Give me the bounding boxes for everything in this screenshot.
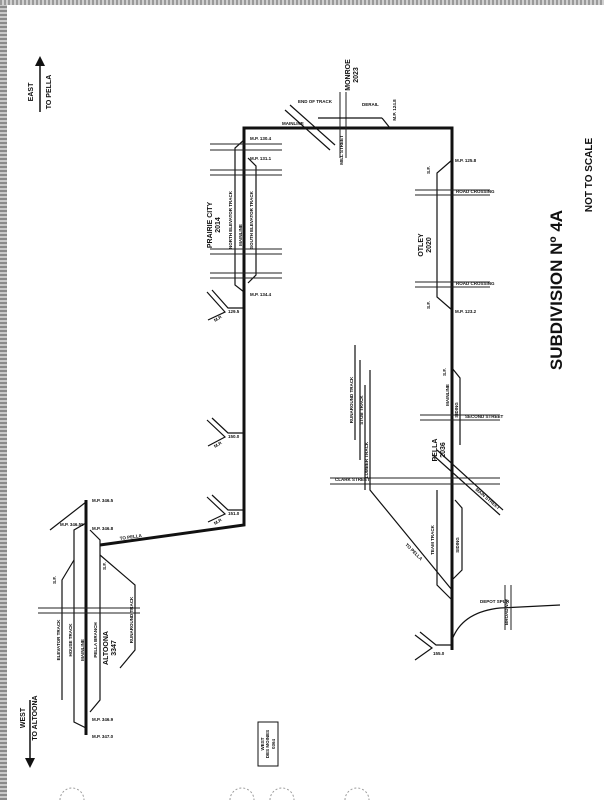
station-otley-code: 2020 bbox=[426, 237, 433, 253]
lumber-track-label: LUMBER TRACK bbox=[364, 441, 369, 478]
mainline-label: MAINLINE bbox=[80, 639, 85, 661]
station-otley-name: OTLEY bbox=[418, 233, 425, 257]
west-des-moines-box bbox=[257, 721, 279, 767]
svg-text:M.P.: M.P. bbox=[213, 517, 223, 526]
elevator-track-label: ELEVATOR TRACK bbox=[56, 619, 61, 661]
runaround-track-label: RUNAROUND TRACK bbox=[349, 376, 354, 423]
depot-spur-label: DEPOT SPUR bbox=[480, 599, 510, 604]
svg-text:M.P.: M.P. bbox=[213, 314, 223, 323]
mp-346-55-label: M.P. 346.55 bbox=[60, 522, 84, 527]
svg-text:129.5: 129.5 bbox=[228, 309, 240, 314]
station-monroe-name: MONROE bbox=[345, 59, 352, 91]
house-track-label: HOUSE TRACK bbox=[68, 623, 73, 657]
scan-edge bbox=[0, 0, 7, 800]
mp-346-5-label: M.P. 346.5 bbox=[92, 498, 114, 503]
east-to-label: TO PELLA bbox=[46, 75, 53, 109]
mainline-label: MAINLINE bbox=[282, 121, 304, 126]
mp-131-1-label: M.P. 131.1 bbox=[250, 156, 272, 161]
punch-holes bbox=[59, 787, 370, 800]
milepost-marker-150-0: 150.0 M.P. bbox=[206, 417, 244, 449]
station-pella-code: 2036 bbox=[440, 442, 447, 458]
wdm-line1: WEST bbox=[260, 737, 265, 750]
scale-note: NOT TO SCALE bbox=[584, 138, 595, 213]
svg-text:150.0: 150.0 bbox=[228, 434, 240, 439]
mp-124-8-label: M.P. 124.8 bbox=[392, 99, 397, 121]
mp-123-2-label: M.P. 123.2 bbox=[455, 309, 477, 314]
mainline-track bbox=[84, 126, 454, 735]
clark-street-label: CLARK STREET bbox=[335, 477, 370, 482]
spring-frog-label: S.F. bbox=[426, 301, 431, 309]
station-altoona-name: ALTOONA bbox=[103, 631, 110, 665]
mainline-label: MAINLINE bbox=[238, 224, 243, 246]
mp-125-8-label: M.P. 125.8 bbox=[455, 158, 477, 163]
mill-street-label: MILL STREET bbox=[339, 135, 344, 165]
east-arrow-icon bbox=[35, 56, 45, 112]
milepost-marker-155-0: 155.0 bbox=[414, 631, 452, 661]
to-pella-label: TO PELLA bbox=[119, 533, 142, 541]
west-label: WEST bbox=[20, 707, 27, 728]
mainline-label: MAINLINE bbox=[445, 384, 450, 406]
scan-edge-top bbox=[0, 0, 604, 5]
second-street-label: SECOND STREET bbox=[465, 414, 504, 419]
siding-label: SIDING bbox=[455, 537, 460, 553]
north-elevator-track-label: NORTH ELEVATOR TRACK bbox=[228, 190, 233, 249]
road-crossing-label: ROAD CROSSING bbox=[456, 281, 495, 286]
west-arrow-icon bbox=[25, 700, 35, 768]
milepost-marker-129-5: 129.5 M.P. bbox=[206, 289, 244, 323]
station-monroe-code: 2023 bbox=[353, 67, 360, 83]
spring-frog-label: S.F. bbox=[442, 368, 447, 376]
mp-347-0-label: M.P. 347.0 bbox=[92, 734, 114, 739]
west-to-label: TO ALTOONA bbox=[32, 695, 39, 740]
derail-label: DERAIL bbox=[362, 102, 379, 107]
svg-text:M.P.: M.P. bbox=[213, 440, 223, 449]
team-track-label: TEAM TRACK bbox=[430, 524, 435, 554]
mp-346-8-label: M.P. 346.8 bbox=[92, 526, 114, 531]
spring-frog-label: S.F. bbox=[426, 166, 431, 174]
station-pella-name: PELLA bbox=[432, 439, 439, 462]
mp-134-4-label: M.P. 134.4 bbox=[250, 292, 272, 297]
svg-text:155.0: 155.0 bbox=[433, 651, 445, 656]
wdm-code: 0364 bbox=[271, 738, 276, 749]
runaround-track-label: RUNAROUND TRACK bbox=[129, 596, 134, 643]
diagram-title: SUBDIVISION Nº 4A bbox=[547, 210, 566, 370]
spring-frog-label: S.F. bbox=[102, 562, 107, 570]
milepost-marker-151-0: 151.0 M.P. bbox=[206, 494, 244, 526]
siding-label: SIDING bbox=[454, 402, 459, 418]
spring-frog-label: S.F. bbox=[52, 576, 57, 584]
main-street-label: MAIN STREET bbox=[474, 487, 501, 511]
pella-branch-label: PELLA BRANCH bbox=[93, 622, 98, 657]
mp-130-4-label: M.P. 130.4 bbox=[250, 136, 272, 141]
south-elevator-track-label: SOUTH ELEVATOR TRACK bbox=[249, 190, 254, 249]
svg-text:151.0: 151.0 bbox=[228, 511, 240, 516]
station-prairie-city-code: 2014 bbox=[215, 217, 222, 233]
end-of-track-label: END OF TRACK bbox=[298, 99, 333, 104]
station-prairie-city-name: PRAIRIE CITY bbox=[207, 202, 214, 249]
stub-track-label: STUB TRACK bbox=[359, 395, 364, 425]
wdm-line2: DES MOINES bbox=[265, 730, 270, 758]
broadway-label: BROADWAY bbox=[504, 599, 509, 625]
mp-346-9-label: M.P. 346.9 bbox=[92, 717, 114, 722]
road-crossing-label: ROAD CROSSING bbox=[456, 189, 495, 194]
east-label: EAST bbox=[28, 82, 35, 101]
station-altoona-code: 3347 bbox=[111, 640, 118, 656]
